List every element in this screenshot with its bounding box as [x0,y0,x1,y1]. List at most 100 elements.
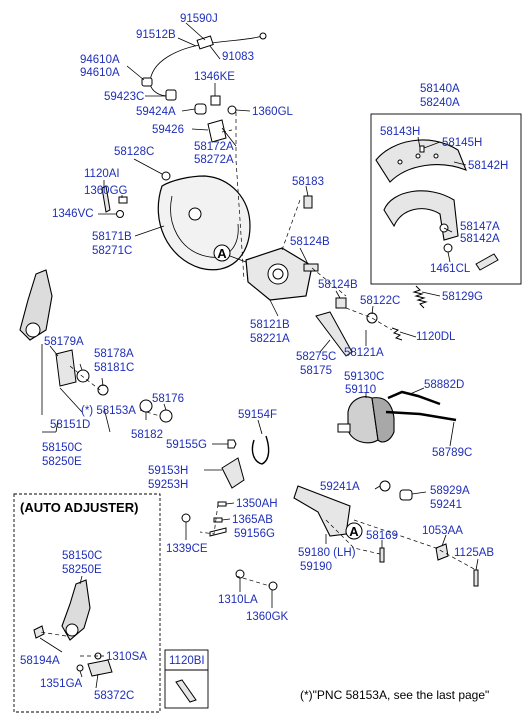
label-1350ah[interactable]: 1350AH [236,498,278,510]
label-91512b[interactable]: 91512B [136,29,176,41]
chamber-bracket-59180[interactable] [293,485,351,537]
label-59156g[interactable]: 59156G [234,528,275,540]
label-1120ai[interactable]: 1120AI [84,168,120,180]
label-58153a[interactable]: (*) 58153A [81,405,136,417]
nut-58929a[interactable] [399,489,413,501]
view-marker-a-upper[interactable]: A [213,244,247,263]
label-58172a[interactable]: 58172A [194,141,234,153]
clip-59154f[interactable] [251,435,270,465]
label-1053aa[interactable]: 1053AA [422,525,463,537]
bolt-58183[interactable] [303,195,313,209]
label-58221a[interactable]: 58221A [250,333,290,345]
label-58122c[interactable]: 58122C [360,295,400,307]
abs-sensor-cable[interactable] [141,32,267,101]
label-59155g[interactable]: 59155G [166,439,207,451]
label-58181c[interactable]: 58181C [94,362,134,374]
slack-adjuster[interactable] [19,269,53,341]
label-58121a[interactable]: 58121A [344,347,384,359]
brake-shoe-lower[interactable] [383,190,459,241]
label-59423c[interactable]: 59423C [104,91,144,103]
label-1346vc[interactable]: 1346VC [52,208,94,220]
label-58789c[interactable]: 58789C [432,447,472,459]
pin-58194a[interactable] [33,625,45,639]
label-aa-58194a[interactable]: 58194A [20,655,60,667]
label-58142a[interactable]: 58142A [460,233,500,245]
clip-1350ah[interactable] [217,501,227,507]
hose-58789c[interactable] [385,410,457,422]
bolt-1120bi[interactable] [175,679,197,703]
label-aa-1310sa[interactable]: 1310SA [106,651,147,663]
label-1120dl[interactable]: 1120DL [416,331,456,343]
label-58142h[interactable]: 58142H [468,160,508,172]
label-59110[interactable]: 59110 [345,384,376,396]
spring-58129g[interactable] [412,285,428,309]
label-1310la[interactable]: 1310LA [218,594,258,606]
label-1125ab[interactable]: 1125AB [454,547,494,559]
label-59426[interactable]: 59426 [152,124,184,136]
nut-1346vc[interactable] [116,210,124,218]
seal-58178a[interactable] [76,369,90,383]
label-59241a[interactable]: 59241A [320,481,360,493]
nut-1310la[interactable] [235,569,245,579]
label-59180[interactable]: 59180 (LH) [298,547,356,559]
cam-shaft-58275c[interactable] [315,311,353,357]
label-59241[interactable]: 59241 [430,499,462,511]
label-aa-58372c[interactable]: 58372C [94,690,134,702]
nut-58176[interactable] [159,409,173,423]
bracket-59153h[interactable] [221,457,245,489]
label-1360gk[interactable]: 1360GK [246,611,289,623]
label-1365ab[interactable]: 1365AB [232,514,273,526]
label-58271c[interactable]: 58271C [92,245,132,257]
label-58250e[interactable]: 58250E [42,456,82,468]
label-58178a[interactable]: 58178A [94,348,134,360]
rivet-58145h[interactable] [419,145,425,153]
label-94610a-2[interactable]: 94610A [80,67,120,79]
label-58124b-2[interactable]: 58124B [318,279,358,291]
label-58176[interactable]: 58176 [152,393,184,405]
label-59130c[interactable]: 59130C [344,371,384,383]
label-58121b[interactable]: 58121B [250,319,290,331]
label-58145h[interactable]: 58145H [442,137,482,149]
label-59253h[interactable]: 59253H [148,479,188,491]
bolt-1120ai[interactable] [101,185,111,213]
pin-58124b-upper[interactable] [303,263,319,272]
bushing-1461cl[interactable] [443,243,453,253]
label-1360gg[interactable]: 1360GG [84,185,128,197]
brake-shoe-upper[interactable] [375,139,467,183]
label-58240a[interactable]: 58240A [420,97,460,109]
link-58372c[interactable] [87,659,113,677]
grommet-58128c[interactable] [161,171,171,181]
label-58124b-1[interactable]: 58124B [290,236,330,248]
label-1461cl[interactable]: 1461CL [430,263,471,275]
washer-1339ce[interactable] [181,513,191,523]
auto-slack-adjuster[interactable] [61,579,91,641]
dust-shield[interactable] [157,175,251,271]
screw-59156g[interactable] [209,527,227,537]
bracket-58179a[interactable] [55,349,77,387]
label-58128c[interactable]: 58128C [114,146,154,158]
label-58182[interactable]: 58182 [131,429,163,441]
label-59190[interactable]: 59190 [300,561,332,573]
label-58929a[interactable]: 58929A [430,485,470,497]
spring-1120dl[interactable] [391,327,403,341]
label-58882d[interactable]: 58882D [424,379,464,391]
label-58272a[interactable]: 58272A [194,154,234,166]
nut-1360gl[interactable] [227,105,237,115]
bolt-58169[interactable] [379,547,385,563]
label-58175[interactable]: 58175 [300,365,332,377]
label-91083[interactable]: 91083 [222,51,254,63]
screw-1351ga[interactable] [76,664,84,672]
screw-1365ab[interactable] [213,517,223,523]
label-58275c[interactable]: 58275C [296,351,336,363]
label-58150c[interactable]: 58150C [42,442,82,454]
washer-1360gk[interactable] [268,581,278,591]
label-58179a[interactable]: 58179A [44,336,84,348]
label-aa-1351ga[interactable]: 1351GA [40,678,83,690]
label-58129g[interactable]: 58129G [442,291,483,303]
label-1360gl[interactable]: 1360GL [252,106,294,118]
label-59153h[interactable]: 59153H [148,465,188,477]
roller-58122c[interactable] [366,312,378,324]
nut-59241a[interactable] [379,480,391,492]
sensor-holder-59426[interactable] [207,119,227,143]
label-58143h[interactable]: 58143H [380,126,420,138]
